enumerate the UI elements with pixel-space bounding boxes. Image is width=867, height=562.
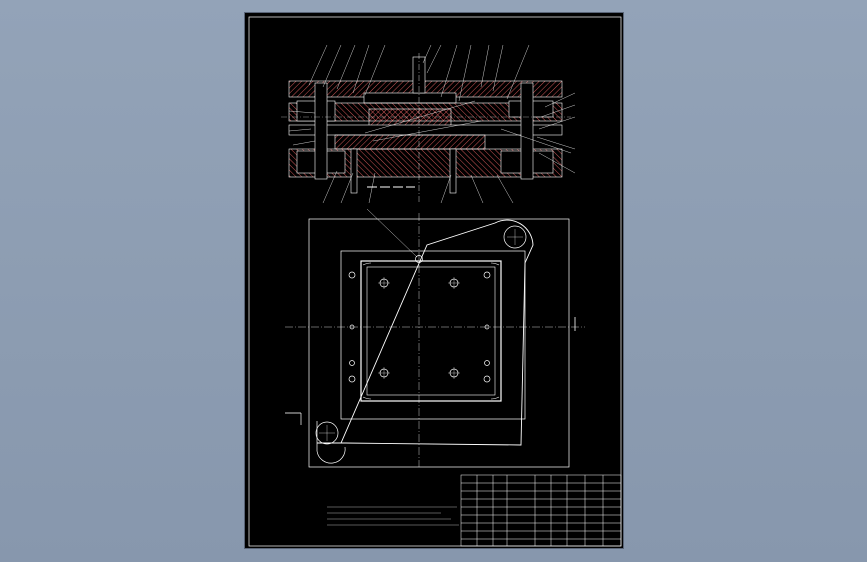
technical-notes <box>327 506 459 526</box>
title-block <box>460 474 622 547</box>
plan-view <box>285 208 585 468</box>
cad-drawing <box>248 16 622 547</box>
drawing-sheet <box>244 12 624 549</box>
drawing-frame <box>248 16 622 547</box>
section-view <box>281 44 576 204</box>
